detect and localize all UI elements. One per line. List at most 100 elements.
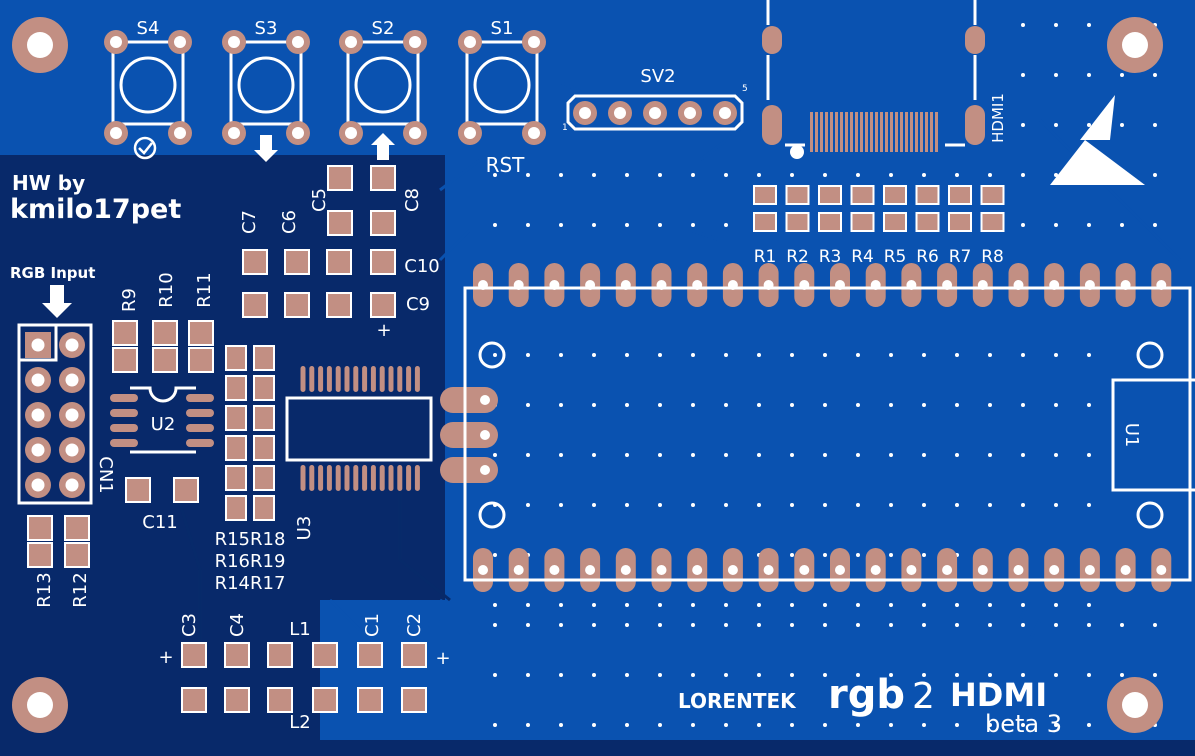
module-pin-hole [942,565,953,575]
via [1054,503,1058,507]
switch-outline[interactable] [111,40,185,126]
u3-pin [362,366,368,392]
via [526,173,530,177]
switch-outline[interactable] [229,40,303,126]
rgb-input-label: RGB Input [10,264,95,282]
u3-pin [362,465,368,491]
switch-outline[interactable] [346,40,420,126]
u3-pin [344,366,350,392]
via [889,623,893,627]
hdmi-pin [815,112,818,152]
sv2-label: SV2 [640,66,675,87]
r7-label: R7 [949,247,972,267]
via [757,403,761,407]
via [526,603,530,607]
resistor-pad [225,495,247,521]
via [856,623,860,627]
via [493,623,497,627]
via [658,173,662,177]
sv2-pin-hole [614,107,626,119]
switch-pin-hole [345,127,357,139]
u3-pin [353,465,359,491]
c7-label: C7 [239,210,260,234]
smd-pad [357,687,383,713]
module-pin-hole [513,565,524,575]
resistor-pad [883,212,907,232]
hdmi1-pin1-dot [790,145,804,159]
c8-label: C8 [402,188,423,212]
module-pin-hole [1084,565,1095,575]
via [592,503,596,507]
module-side-pin-hole [480,465,490,475]
sv2-pin-hole [684,107,696,119]
u2-pin [110,424,138,432]
via [1153,173,1157,177]
via [559,223,563,227]
hdmi-pin [915,112,918,152]
switch-pin-hole [345,36,357,48]
switch-pin-hole [464,36,476,48]
smd-pad [370,292,396,318]
resistor-pad [915,185,940,205]
hdmi-pin [825,112,828,152]
resistor-pad [883,185,907,205]
via [1054,223,1058,227]
r9-label: R9 [119,288,140,312]
via [625,223,629,227]
via [625,723,629,727]
module-pin-hole [549,565,560,575]
switch-button[interactable] [354,56,412,114]
switch-pin-hole [228,127,240,139]
via [889,173,893,177]
via [691,603,695,607]
via [592,173,596,177]
via [1054,23,1058,27]
module-pin-hole [620,565,631,575]
via [922,723,926,727]
hdmi-pin [925,112,928,152]
cn1-pin-hole [65,478,79,492]
via [625,403,629,407]
via [922,673,926,677]
u1-outline [1111,378,1195,492]
smd-pad [312,642,338,668]
cn1-pin-hole [65,338,79,352]
switch-outline[interactable] [465,40,539,126]
u3-label: U3 [294,516,315,541]
hdmi-pin [855,112,858,152]
hdmi-pin [840,112,843,152]
hdmi-pin [860,112,863,152]
switch-label: S2 [372,18,395,39]
u3-pin [300,465,306,491]
smd-pad [357,642,383,668]
via [1054,123,1058,127]
via [889,723,893,727]
c3-label: C3 [179,613,200,637]
via [922,553,926,557]
switch-button[interactable] [119,56,177,114]
switch-button[interactable] [237,56,295,114]
via [526,223,530,227]
via [724,623,728,627]
switch-pin-hole [528,36,540,48]
r8-label: R8 [981,247,1004,267]
via [1120,673,1124,677]
switch-button[interactable] [473,56,531,114]
via [1054,403,1058,407]
via [1054,73,1058,77]
via [691,623,695,627]
via [790,173,794,177]
via [988,623,992,627]
via [955,173,959,177]
via [724,223,728,227]
u3-pin [414,366,420,392]
cn1-pin-hole [31,478,45,492]
smd-pad [27,515,53,541]
via [922,353,926,357]
module-pin-hole [1049,565,1060,575]
resistor-pad [948,185,972,205]
via [592,623,596,627]
via [889,603,893,607]
via [856,503,860,507]
